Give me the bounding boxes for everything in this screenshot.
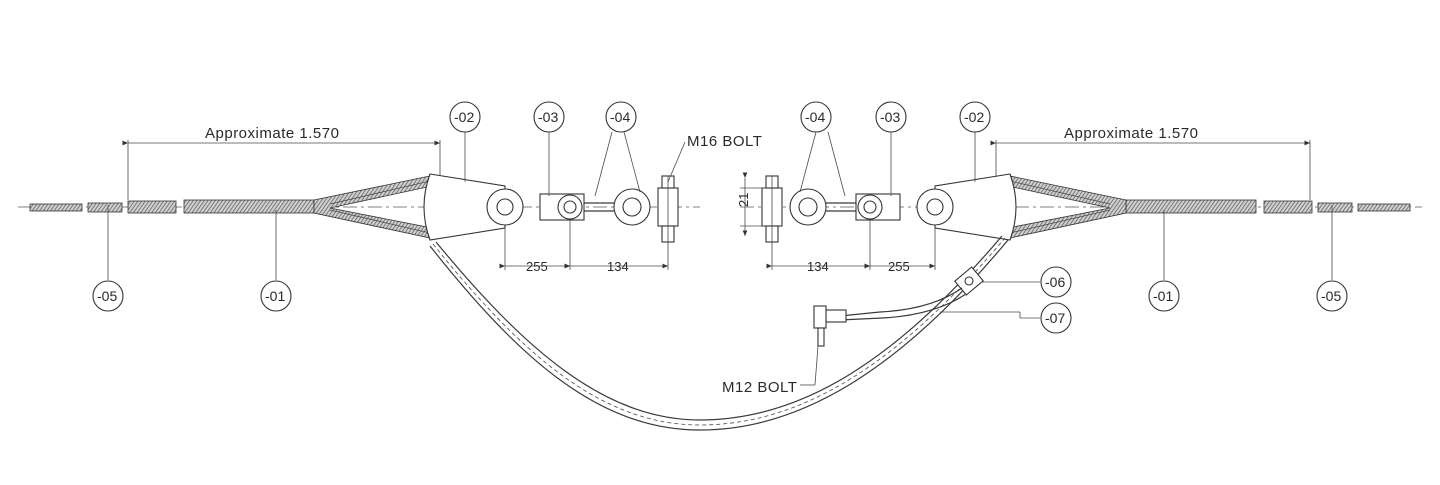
left-conductor <box>29 175 433 239</box>
dim-right-134: 134 <box>807 259 829 274</box>
svg-text:-06: -06 <box>1045 274 1065 290</box>
left-clevis <box>584 175 679 243</box>
callout-left-05: -05 <box>92 280 124 312</box>
svg-text:-01: -01 <box>265 288 285 304</box>
svg-text:-03: -03 <box>538 109 558 125</box>
callout-06: -06 <box>1040 266 1072 298</box>
grounding-lead <box>813 287 967 347</box>
right-clevis <box>761 175 856 243</box>
jumper-loop <box>429 235 1009 431</box>
left-dead-end <box>423 173 524 241</box>
m16-bolt-label: M16 BOLT <box>687 133 762 150</box>
svg-text:-01: -01 <box>1153 288 1173 304</box>
grounding-clamp <box>954 266 984 296</box>
callout-right-01: -01 <box>1148 280 1180 312</box>
m12-bolt-label: M12 BOLT <box>722 379 797 396</box>
svg-text:-04: -04 <box>610 109 630 125</box>
left-link <box>539 193 585 221</box>
approx-right-label: Approximate 1.570 <box>1064 125 1198 142</box>
callout-left-03: -03 <box>533 101 565 133</box>
leader-lines <box>107 131 1333 386</box>
dimension-approx-right: Approximate 1.570 <box>990 125 1311 200</box>
callout-left-02: -02 <box>449 101 481 133</box>
dimension-approx-left: Approximate 1.570 <box>122 125 441 200</box>
callout-right-05: -05 <box>1316 280 1348 312</box>
svg-text:-02: -02 <box>454 109 474 125</box>
svg-text:-02: -02 <box>964 109 984 125</box>
dimension-height: 21 <box>736 172 766 236</box>
dim-right-255: 255 <box>888 259 910 274</box>
svg-text:-05: -05 <box>1321 288 1341 304</box>
callout-right-03: -03 <box>875 101 907 133</box>
callout-left-04: -04 <box>605 101 637 133</box>
dim-height-21: 21 <box>736 193 751 207</box>
svg-text:-03: -03 <box>880 109 900 125</box>
callout-right-02: -02 <box>959 101 991 133</box>
dimension-right-bottom: 134 255 <box>766 220 936 274</box>
dimension-left-bottom: 255 134 <box>499 220 669 274</box>
callout-left-01: -01 <box>260 280 292 312</box>
right-link <box>855 193 901 221</box>
right-conductor <box>1007 175 1411 239</box>
dim-left-134: 134 <box>607 259 629 274</box>
callout-07: -07 <box>1040 302 1072 334</box>
svg-text:-05: -05 <box>97 288 117 304</box>
callout-right-04: -04 <box>800 101 832 133</box>
approx-left-label: Approximate 1.570 <box>205 125 339 142</box>
right-dead-end <box>916 173 1017 241</box>
svg-text:-04: -04 <box>805 109 825 125</box>
dim-left-255: 255 <box>526 259 548 274</box>
svg-text:-07: -07 <box>1045 310 1065 326</box>
